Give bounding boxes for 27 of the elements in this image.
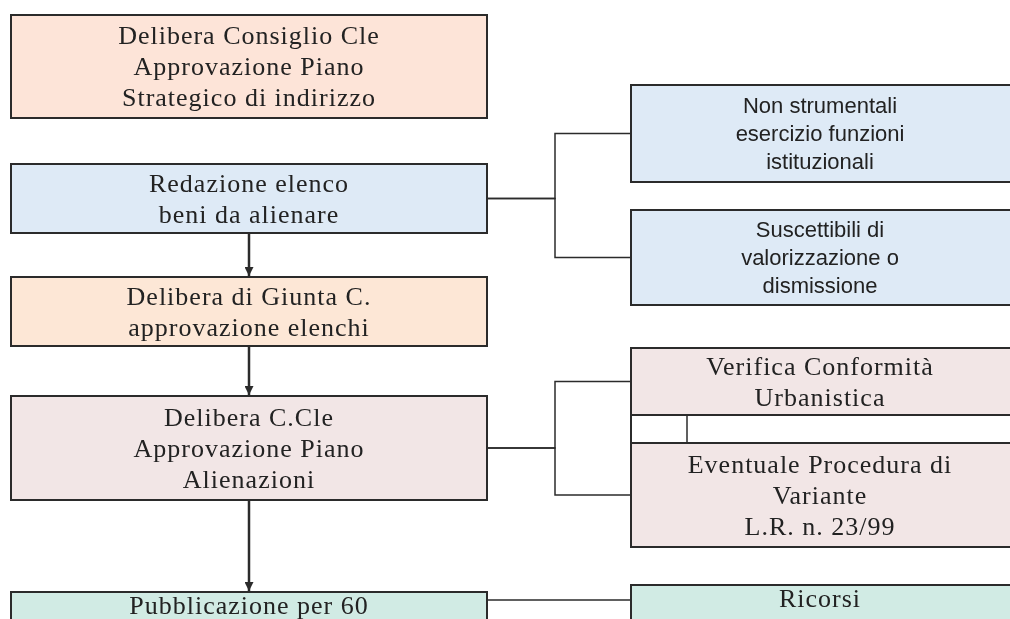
process-box <box>10 14 488 119</box>
connector-line <box>686 415 688 443</box>
process-box <box>630 442 1010 548</box>
box-text: Delibera Consiglio Cle Approvazione Piano Strategico di indirizzo <box>117 20 381 113</box>
box-text: Verifica Conformità Urbanistica <box>705 350 935 413</box>
category-box <box>630 84 1010 183</box>
connector-line <box>487 197 631 259</box>
box-text: Suscettibili di valorizzazione o dismissione <box>740 215 900 300</box>
box-text: Non strumentali esercizio funzioni istituzionali <box>734 91 906 176</box>
category-box <box>630 209 1010 306</box>
process-box <box>10 276 488 347</box>
arrow <box>244 234 254 276</box>
process-box <box>630 347 1010 416</box>
box-text: Pubblicazione per 60 <box>129 593 369 618</box>
box-text: Delibera C.Cle Approvazione Piano Alienazioni <box>132 401 366 495</box>
box-text: Delibera di Giunta C. approvazione elenchi <box>125 280 373 343</box>
process-box <box>10 163 488 234</box>
arrow <box>244 347 254 395</box>
connector-line <box>487 447 631 496</box>
connector-line <box>487 599 631 601</box>
box-text: L.R. n. 23/99 <box>744 510 896 542</box>
process-box <box>10 395 488 501</box>
process-box <box>10 591 488 619</box>
arrow <box>244 501 254 591</box>
box-text: Redazione elenco beni da alienare <box>147 167 351 230</box>
box-text: Eventuale Procedura di Variante <box>686 448 954 511</box>
box-text: Ricorsi <box>778 586 862 611</box>
